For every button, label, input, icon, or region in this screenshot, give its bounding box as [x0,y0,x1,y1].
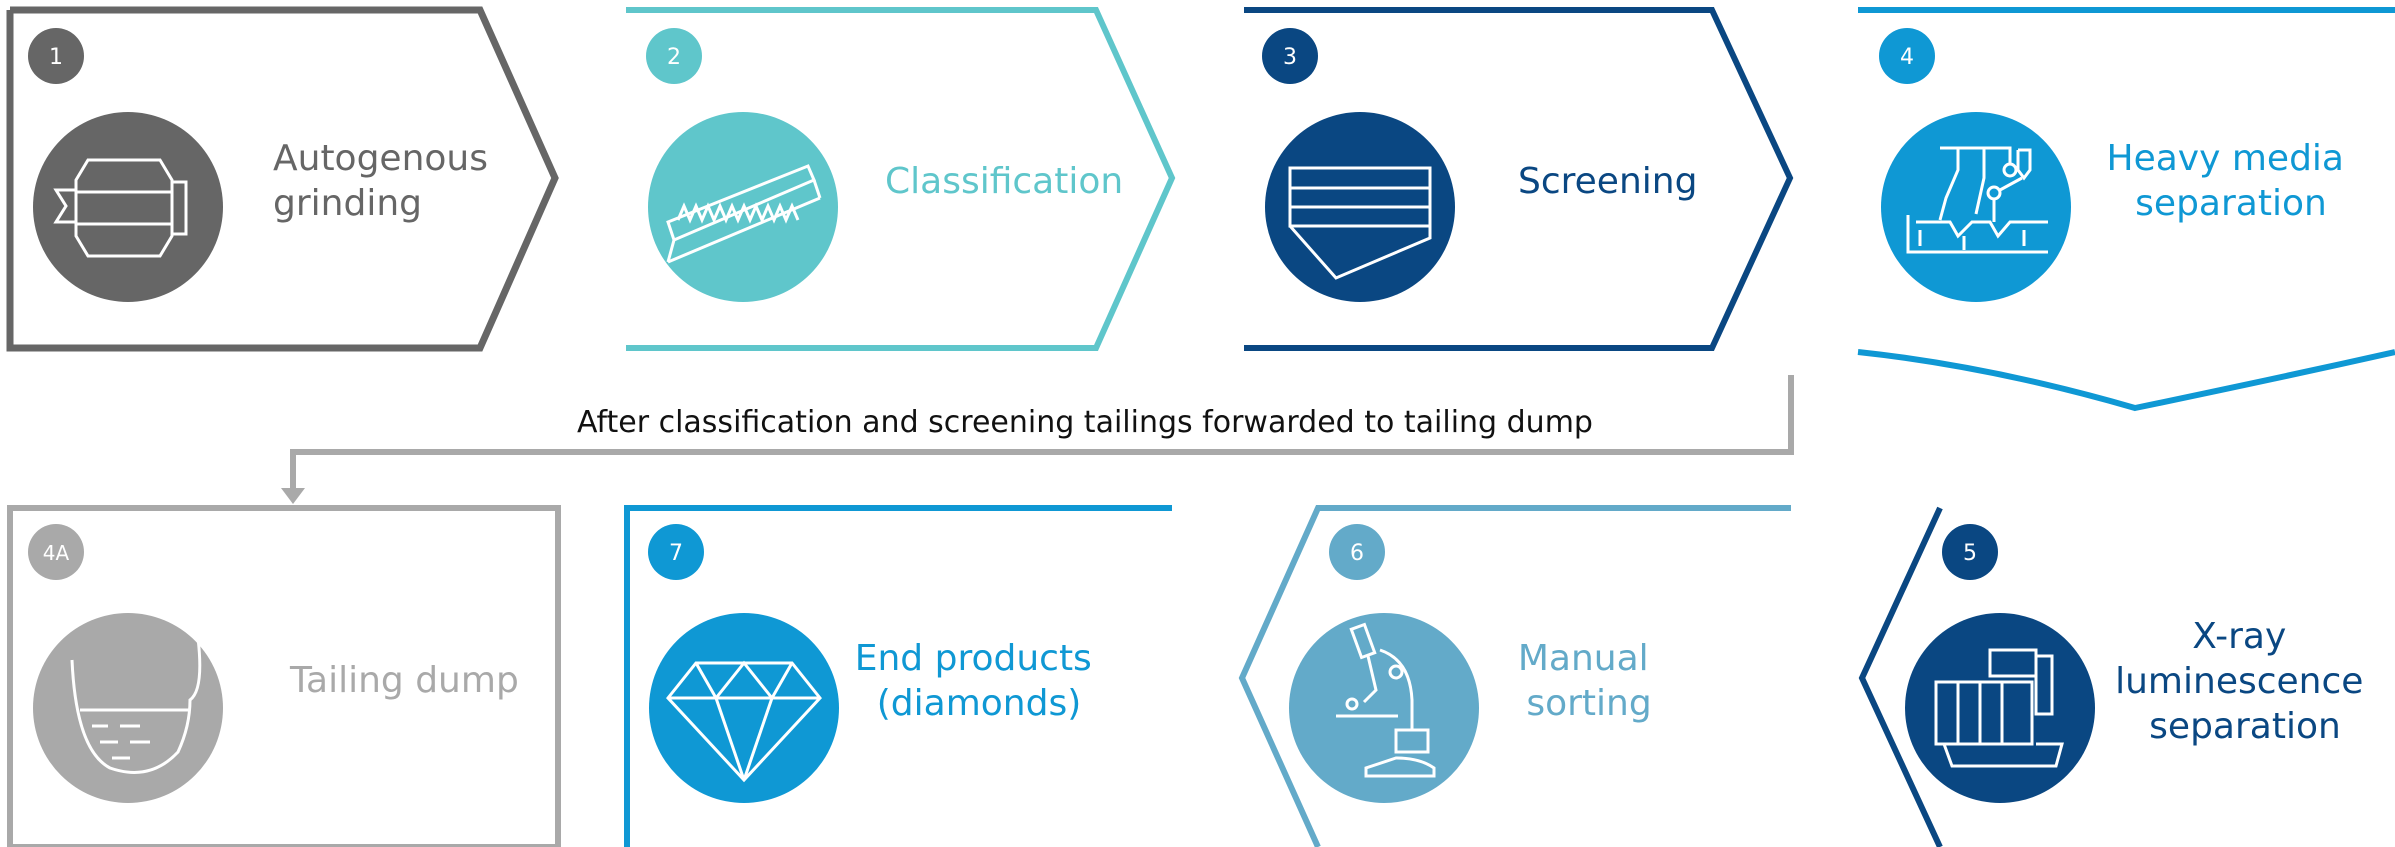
step-3-label-line-1: Screening [1518,161,1697,202]
step-1: 1 Autogenous grinding [6,6,559,352]
step-4a-number: 4A [43,541,70,565]
step-7-label-line-2: (diamonds) [877,683,1082,724]
step-7-label-line-1: End products [855,638,1092,679]
step-6-number-badge [1329,524,1385,580]
step-7-number-badge [648,524,704,580]
classifier-screw-icon [666,164,822,264]
step-2-number-badge [646,28,702,84]
svg-text:Screening: Screening [1518,161,1697,202]
step-3-number-badge [1262,28,1318,84]
step-7-icon-circle [649,613,839,803]
svg-text:Autogenous grinding: Autogenous grinding [273,138,499,224]
svg-text:End products (diamonds): End products (diamonds) [855,638,1104,724]
step-7-frame [624,505,1172,847]
step-4a-icon-circle [33,613,223,803]
step-7: 7 End products (diamonds) [624,505,1172,847]
step-1-chevron [6,6,559,352]
step-2-number: 2 [667,45,681,70]
step-2-chevron [626,7,1176,351]
tailing-pond-icon [70,637,202,774]
step-4-bottom-chevron [1857,349,2395,412]
step-6-chevron [1238,505,1791,847]
step-4a: 4A Tailing dump [7,505,561,847]
step-4-number-badge [1879,28,1935,84]
step-1-label-line-1: Autogenous [273,138,488,179]
svg-text:Tailing dump: Tailing dump [289,660,519,701]
heavy-media-icon [1906,146,2048,254]
step-4a-box [7,505,561,847]
step-1-number-badge [28,28,84,84]
step-5-label-line-1: X-ray [2192,616,2286,657]
step-5: 5 X-ray luminescence separation [1858,506,2375,847]
step-6-label-line-1: Manual [1518,638,1649,679]
step-4: 4 Heavy media separation [1857,7,2395,412]
step-4-label-line-1: Heavy media [2107,138,2344,179]
step-5-label-line-2: luminescence [2115,661,2363,702]
step-5-chevron [1858,506,1943,847]
grinding-mill-icon [53,158,188,258]
step-6: 6 Manual sorting [1238,505,1791,847]
step-5-number-badge [1942,524,1998,580]
diamond-icon [666,660,822,783]
step-5-label-line-3: separation [2149,706,2341,747]
step-4-label-line-2: separation [2135,183,2327,224]
svg-text:X-ray luminescence: X-ray luminescence separation [2115,616,2375,747]
step-6-number: 6 [1350,541,1364,566]
svg-text:Heavy media separation: Heavy media separation [2107,138,2356,224]
tailings-arrowhead [281,488,305,504]
step-5-icon-circle [1905,613,2095,803]
step-3: 3 Screening [1244,7,1794,351]
tailings-flow-arrow: After classification and screening taili… [281,375,1794,504]
step-2: 2 Classification [626,7,1176,351]
step-4-icon-circle [1881,112,2071,302]
step-6-label-line-2: sorting [1526,683,1651,724]
step-1-icon-circle [33,112,223,302]
step-1-number: 1 [49,45,63,70]
step-4a-label-line-1: Tailing dump [289,660,519,701]
xray-machine-icon [1934,648,2064,768]
step-4-number: 4 [1900,45,1914,70]
step-2-label-line-1: Classification [885,161,1123,202]
step-7-number: 7 [669,541,683,566]
screen-deck-icon [1288,166,1432,280]
step-3-number: 3 [1283,45,1297,70]
step-3-chevron [1244,7,1794,351]
step-4a-number-badge [28,524,84,580]
step-5-number: 5 [1963,541,1977,566]
svg-text:Manual sorting: Manual sorting [1518,638,1660,724]
svg-text:Classification: Classification [885,161,1123,202]
flow-note: After classification and screening taili… [577,405,1593,440]
step-1-label-line-2: grinding [273,183,422,224]
microscope-icon [1336,622,1436,778]
step-6-icon-circle [1289,613,1479,803]
tailings-connector-line [290,375,1794,492]
